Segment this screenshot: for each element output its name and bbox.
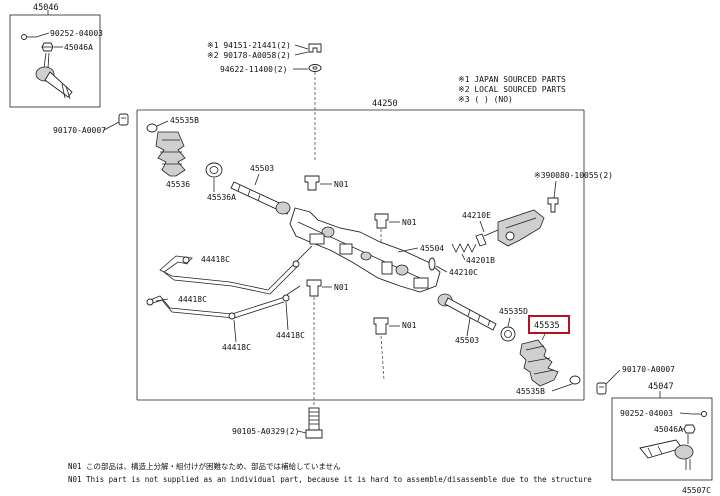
label-45535-highlighted[interactable]: 45535 [534,321,560,331]
clamp-45535b-left [146,123,158,133]
label-n01-d[interactable]: N01 [402,321,417,330]
legend-japan: ※1 JAPAN SOURCED PARTS [458,75,566,84]
label-90170-left[interactable]: 90170-A0007 [53,126,106,135]
label-n01-a[interactable]: N01 [334,180,349,189]
tie-rod-45503-right [437,293,497,331]
label-90170-right[interactable]: 90170-A0007 [622,365,675,374]
clip-90170-left [118,113,129,126]
oring-44210c [428,257,436,271]
label-45046a-top[interactable]: 45046A [64,43,93,52]
boot-45536 [155,131,186,177]
label-45535b-left[interactable]: 45535B [170,116,199,125]
label-44418c-1[interactable]: 44418C [201,255,230,264]
label-44210c[interactable]: 44210C [449,268,478,277]
nut-icon-bottom [683,424,696,434]
label-45046: 45046 [33,3,59,13]
label-44250[interactable]: 44250 [372,99,398,109]
label-90252-top[interactable]: 90252-04003 [50,29,103,38]
clamp-45535d [500,326,516,342]
label-44418c-4[interactable]: 44418C [276,331,305,340]
label-44418c-2[interactable]: 44418C [178,295,207,304]
label-44201b[interactable]: 44201B [466,256,495,265]
label-94622[interactable]: 94622-11400(2) [220,65,287,74]
tie-rod-end-45046 [35,52,73,100]
clamp-45536a [205,162,223,178]
legend: ※1 JAPAN SOURCED PARTS ※2 LOCAL SOURCED … [458,75,566,104]
bushing-n01-b [374,213,389,229]
bushing-n01-c [306,279,322,297]
legend-3: ※3 ( ) (NO) [458,95,513,104]
label-45535b-right[interactable]: 45535B [516,387,545,396]
washer-icon-94622 [308,64,322,72]
spring-44201b [451,243,477,253]
label-n01-b[interactable]: N01 [402,218,417,227]
bolt-90105 [305,407,323,439]
label-45047[interactable]: 45047 [648,382,674,392]
note-english: N01 This part is not supplied as an indi… [68,475,592,484]
label-45504[interactable]: 45504 [420,244,444,253]
bolt-90252-top [21,34,36,40]
label-44418c-3[interactable]: 44418C [222,343,251,352]
tie-rod-45503-left [230,181,291,215]
highlight-box-45535 [528,315,570,334]
label-45535d[interactable]: 45535D [499,307,528,316]
bushing-n01-d [373,317,389,335]
label-94151[interactable]: ※1 94151-21441(2) [207,41,291,50]
bolt-icon-390080 [547,197,559,213]
label-n01-c[interactable]: N01 [334,283,349,292]
tie-rod-end-45047 [639,434,694,470]
clip-90170-right [596,382,607,395]
diagram-id: 45507C [682,486,711,495]
assembly-frame-44250 [136,109,585,401]
label-390080[interactable]: ※390080-10055(2) [534,171,613,180]
pressure-tube-44418c [146,245,313,320]
nut-icon-top [41,42,54,52]
clamp-45535b-right [569,375,581,385]
label-45503-right[interactable]: 45503 [455,336,479,345]
inset-box-45046: 45046 90252-04003 45046A [9,3,103,108]
label-45503-left[interactable]: 45503 [250,164,274,173]
inset-box-45047: 90252-04003 45046A [611,397,713,481]
label-45046a-bottom[interactable]: 45046A [654,425,683,434]
label-90105[interactable]: 90105-A0329(2) [232,427,299,436]
bolt-90252-bottom [692,411,707,417]
boot-45535 [519,339,559,387]
valve-body-44210e [475,209,545,247]
label-44210e[interactable]: 44210E [462,211,491,220]
rack-housing [289,207,441,293]
label-45536[interactable]: 45536 [166,180,190,189]
bolt-icon-94151 [308,43,322,53]
note-japanese: N01 この部品は、構造上分解・組付けが困難なため、部品では補給していません [68,461,341,471]
legend-local: ※2 LOCAL SOURCED PARTS [458,85,566,94]
label-90252-bottom[interactable]: 90252-04003 [620,409,673,418]
bushing-n01-a [304,175,320,191]
label-90178[interactable]: ※2 90178-A0058(2) [207,51,291,60]
label-45536a[interactable]: 45536A [207,193,236,202]
